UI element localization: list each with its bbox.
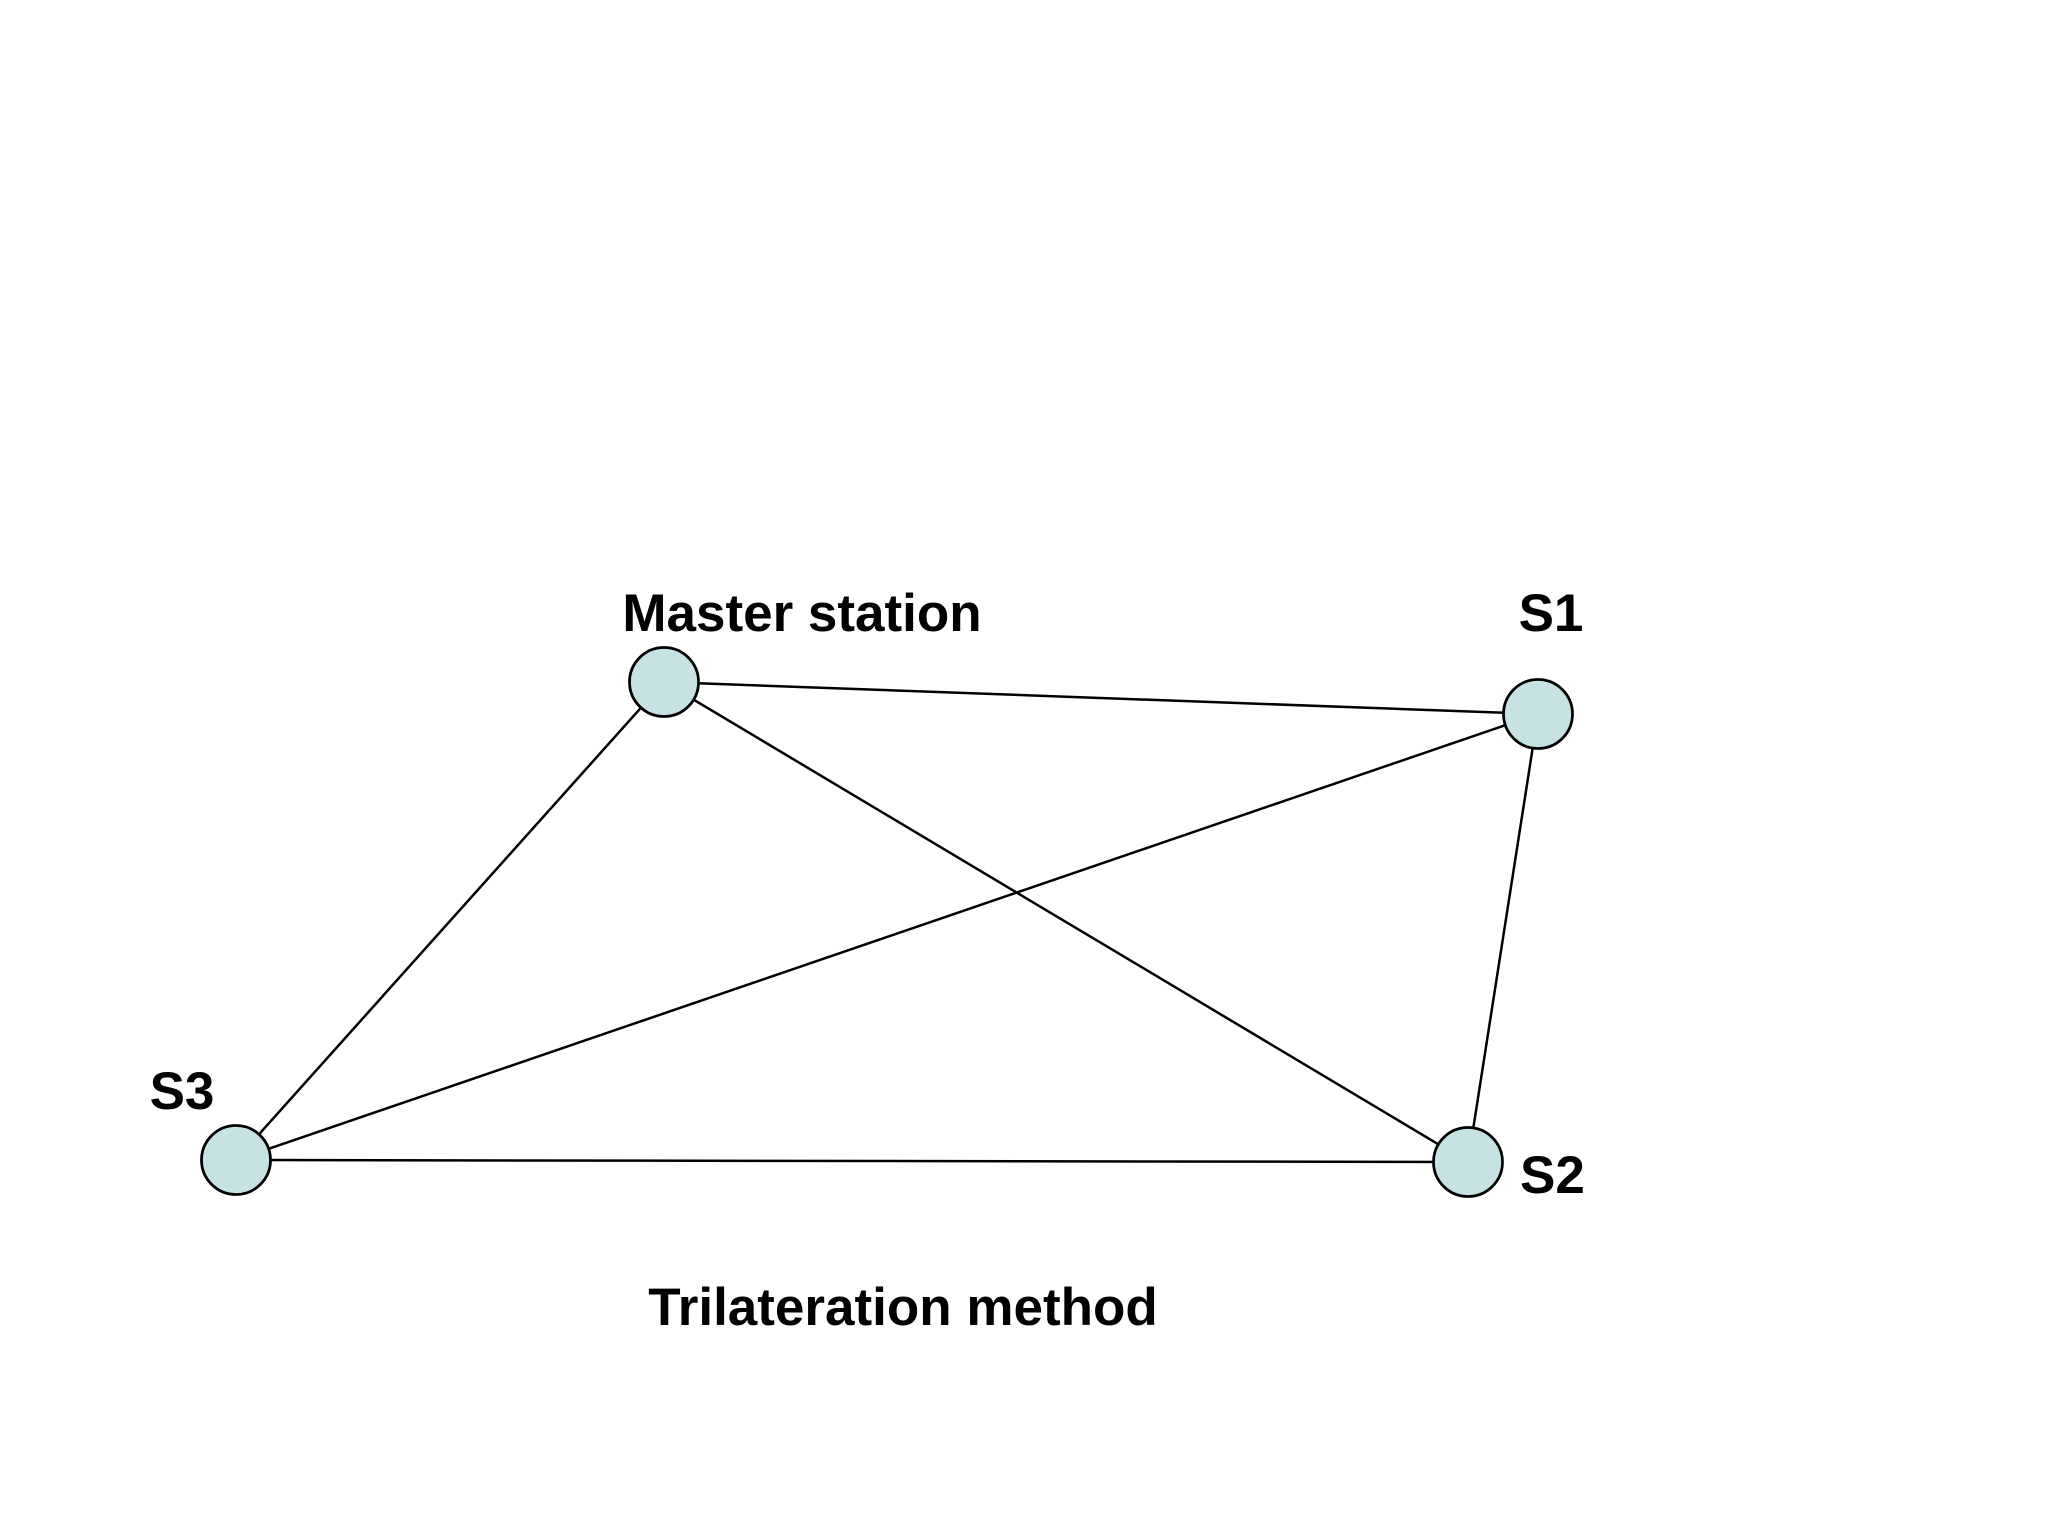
edge-master-station-s2 bbox=[663, 680, 1469, 1164]
diagram-caption: Trilateration method bbox=[648, 1278, 1157, 1337]
nodes-layer bbox=[200, 646, 1574, 1198]
edge-s3-s2 bbox=[235, 1158, 1469, 1164]
edge-s3-s1 bbox=[235, 712, 1539, 1162]
edges-layer bbox=[235, 680, 1540, 1164]
node-master-station bbox=[628, 646, 700, 718]
node-s3 bbox=[200, 1124, 272, 1196]
node-label-s3: S3 bbox=[150, 1062, 215, 1121]
node-label-s2: S2 bbox=[1520, 1146, 1585, 1205]
node-label-s1: S1 bbox=[1519, 584, 1584, 643]
edge-master-station-s1 bbox=[663, 680, 1539, 716]
node-s2 bbox=[1432, 1126, 1504, 1198]
node-s1 bbox=[1502, 678, 1574, 750]
edge-master-station-s3 bbox=[235, 681, 665, 1161]
node-label-master-station: Master station bbox=[622, 584, 981, 643]
edge-s1-s2 bbox=[1466, 713, 1540, 1163]
